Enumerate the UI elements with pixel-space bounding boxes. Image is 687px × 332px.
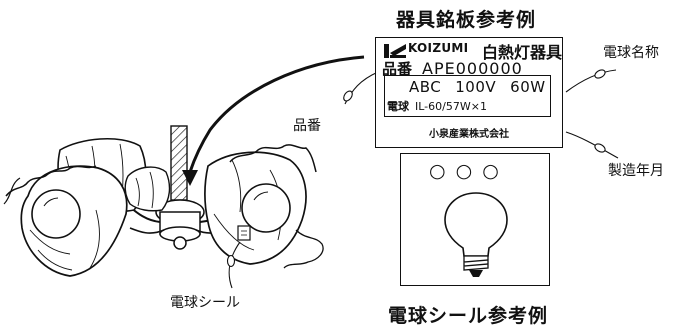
- seal-circle: ○: [455, 160, 483, 182]
- manufacturer-name: 小泉産業株式会社: [429, 129, 509, 140]
- callout-model-number: 品番: [293, 118, 321, 134]
- seal-circle: ○: [482, 160, 509, 182]
- bulb-voltage: 100V: [455, 78, 497, 96]
- brand-name: KOIZUMI: [408, 41, 469, 55]
- light-bulb-icon: [444, 192, 508, 277]
- bulb-seal-example: ○○○: [400, 153, 550, 286]
- bulb-info-box: ABC 100V 60W 電球 IL-60/57W×1: [384, 75, 551, 117]
- bulb-rating-row: ABC 100V 60W: [409, 78, 560, 96]
- seal-circle: ○: [429, 160, 456, 182]
- model-row: 品番 APE000000: [382, 58, 523, 79]
- bulb-wattage: 60W: [510, 78, 546, 96]
- koizumi-logo-icon: [384, 44, 406, 58]
- bulb-spec-row: 電球 IL-60/57W×1: [387, 98, 487, 114]
- callout-bulb-name: 電球名称: [603, 45, 659, 61]
- model-number: APE000000: [422, 59, 523, 78]
- seal-circles: ○○○: [429, 160, 509, 182]
- seal-example-title: 電球シール参考例: [388, 305, 549, 327]
- bulb-spec: IL-60/57W×1: [415, 100, 487, 113]
- product-type: 白熱灯器具: [482, 43, 563, 62]
- bulb-label: 電球: [387, 100, 409, 113]
- callout-manufacture-date: 製造年月: [608, 163, 664, 179]
- model-label: 品番: [382, 60, 413, 78]
- callout-bulb-seal: 電球シール: [170, 295, 240, 311]
- bulb-name: ABC: [409, 78, 442, 96]
- nameplate: KOIZUMI 白熱灯器具 品番 APE000000 ABC 100V 60W 電球 I…: [375, 37, 563, 148]
- nameplate-example-title: 器具銘板参考例: [396, 9, 537, 31]
